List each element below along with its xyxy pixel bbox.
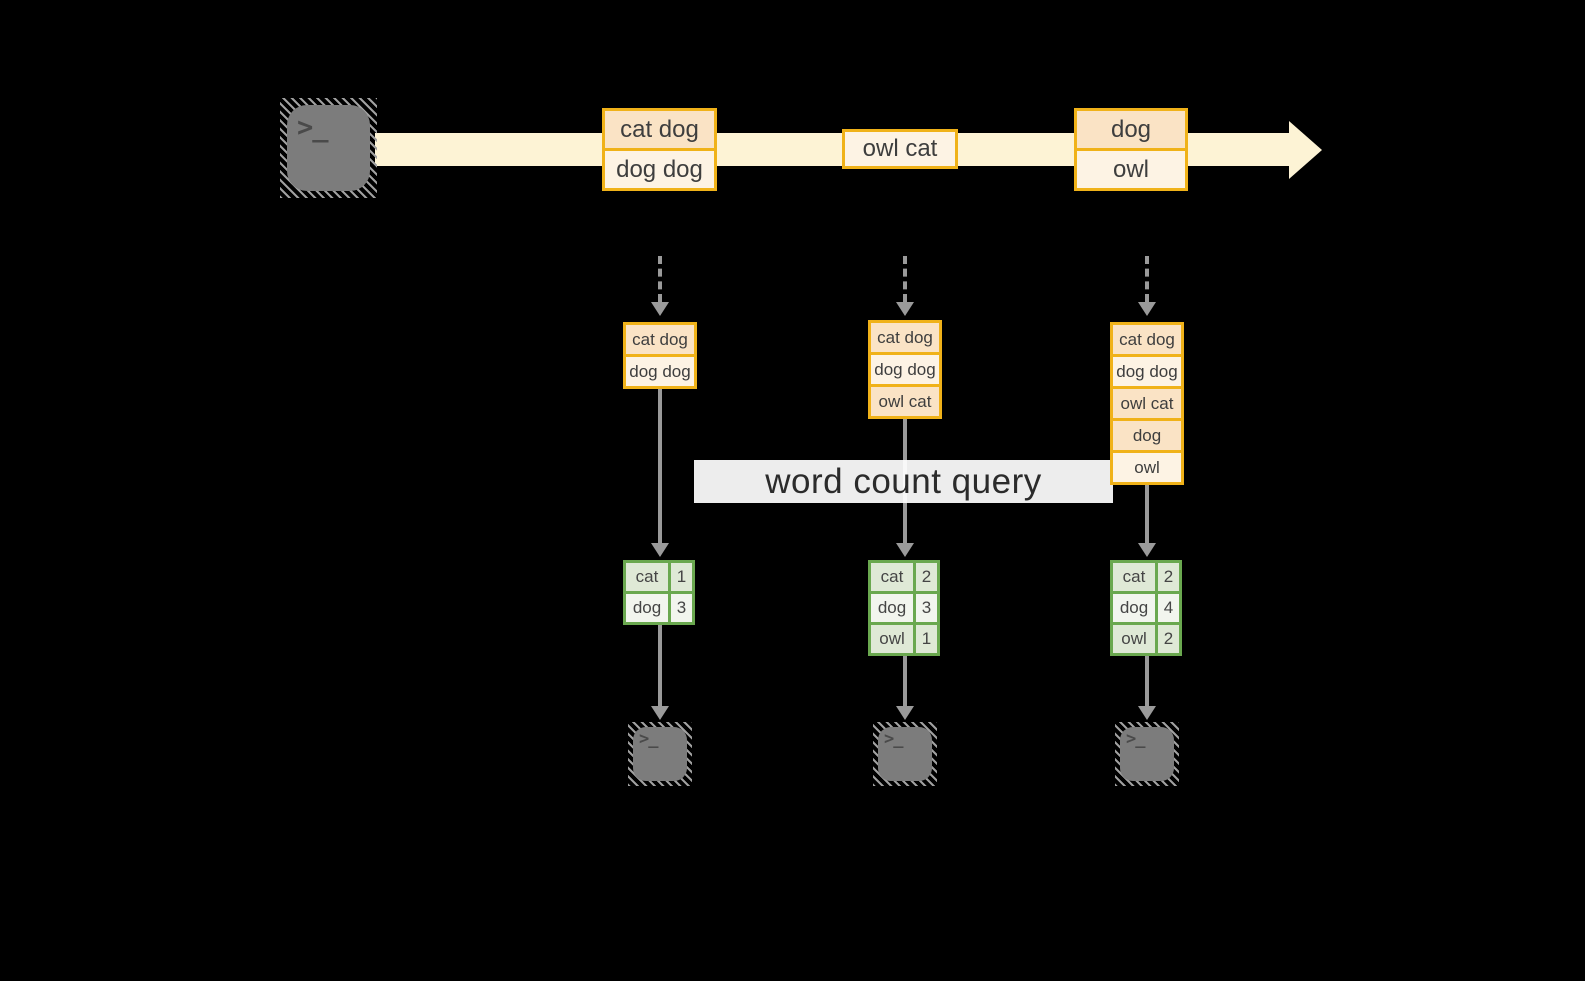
stream-record-line: dog dog <box>605 151 714 188</box>
count-word-cell: dog <box>626 594 668 622</box>
arrowhead-icon <box>651 302 669 316</box>
sink-terminal-icon-2: >_ <box>873 722 937 786</box>
dashed-arrow-line <box>1145 256 1149 302</box>
terminal-prompt-icon: >_ <box>884 729 904 749</box>
arrowhead-icon <box>896 543 914 557</box>
state-box-2: cat dog dog dog owl cat <box>868 320 942 419</box>
count-table-1: cat 1 dog 3 <box>623 560 695 625</box>
terminal-prompt-icon: >_ <box>297 112 329 143</box>
arrowhead-icon <box>1138 706 1156 720</box>
stream-record-box-3: dog owl <box>1074 108 1188 191</box>
terminal-screen <box>633 727 687 781</box>
count-word-cell: owl <box>871 625 913 653</box>
source-terminal-icon: >_ <box>280 98 377 198</box>
state-record: cat dog <box>626 325 694 354</box>
terminal-screen <box>1120 727 1174 781</box>
count-value-cell: 2 <box>916 563 937 591</box>
arrowhead-icon <box>1138 302 1156 316</box>
stream-record-line: cat dog <box>605 111 714 148</box>
state-record: owl <box>1113 453 1181 482</box>
sink-terminal-icon-3: >_ <box>1115 722 1179 786</box>
count-word-cell: cat <box>1113 563 1155 591</box>
state-record: cat dog <box>1113 325 1181 354</box>
count-word-cell: dog <box>871 594 913 622</box>
arrowhead-icon <box>651 706 669 720</box>
arrowhead-icon <box>1138 543 1156 557</box>
arrow-line <box>903 656 907 706</box>
count-value-cell: 4 <box>1158 594 1179 622</box>
sink-terminal-icon-1: >_ <box>628 722 692 786</box>
query-label: word count query <box>694 460 1113 503</box>
count-table-2: cat 2 dog 3 owl 1 <box>868 560 940 656</box>
stream-record-line: owl <box>1077 151 1185 188</box>
count-value-cell: 1 <box>671 563 692 591</box>
count-value-cell: 3 <box>916 594 937 622</box>
state-record: dog <box>1113 421 1181 450</box>
state-record: owl cat <box>1113 389 1181 418</box>
arrowhead-icon <box>896 706 914 720</box>
count-word-cell: cat <box>626 563 668 591</box>
count-value-cell: 2 <box>1158 563 1179 591</box>
arrowhead-icon <box>651 543 669 557</box>
state-box-1: cat dog dog dog <box>623 322 697 389</box>
stream-arrowhead-icon <box>1289 121 1322 179</box>
count-word-cell: dog <box>1113 594 1155 622</box>
state-record: owl cat <box>871 387 939 416</box>
state-record: dog dog <box>626 357 694 386</box>
dashed-arrow-line <box>658 256 662 302</box>
state-record: dog dog <box>1113 357 1181 386</box>
count-value-cell: 3 <box>671 594 692 622</box>
arrow-line <box>658 387 662 543</box>
terminal-prompt-icon: >_ <box>1126 729 1146 749</box>
count-value-cell: 1 <box>916 625 937 653</box>
stream-record-box-1: cat dog dog dog <box>602 108 717 191</box>
count-word-cell: cat <box>871 563 913 591</box>
arrow-line <box>1145 483 1149 543</box>
stream-record-line: dog <box>1077 111 1185 148</box>
count-word-cell: owl <box>1113 625 1155 653</box>
count-value-cell: 2 <box>1158 625 1179 653</box>
state-record: dog dog <box>871 355 939 384</box>
terminal-screen <box>878 727 932 781</box>
state-box-3: cat dog dog dog owl cat dog owl <box>1110 322 1184 485</box>
count-table-3: cat 2 dog 4 owl 2 <box>1110 560 1182 656</box>
state-record: cat dog <box>871 323 939 352</box>
stream-record-box-2: owl cat <box>842 129 958 169</box>
dashed-arrow-line <box>903 256 907 302</box>
arrow-line <box>658 625 662 706</box>
terminal-prompt-icon: >_ <box>639 729 659 749</box>
terminal-screen <box>287 105 370 191</box>
stream-record-line: owl cat <box>845 132 955 166</box>
arrow-line <box>1145 656 1149 706</box>
arrowhead-icon <box>896 302 914 316</box>
